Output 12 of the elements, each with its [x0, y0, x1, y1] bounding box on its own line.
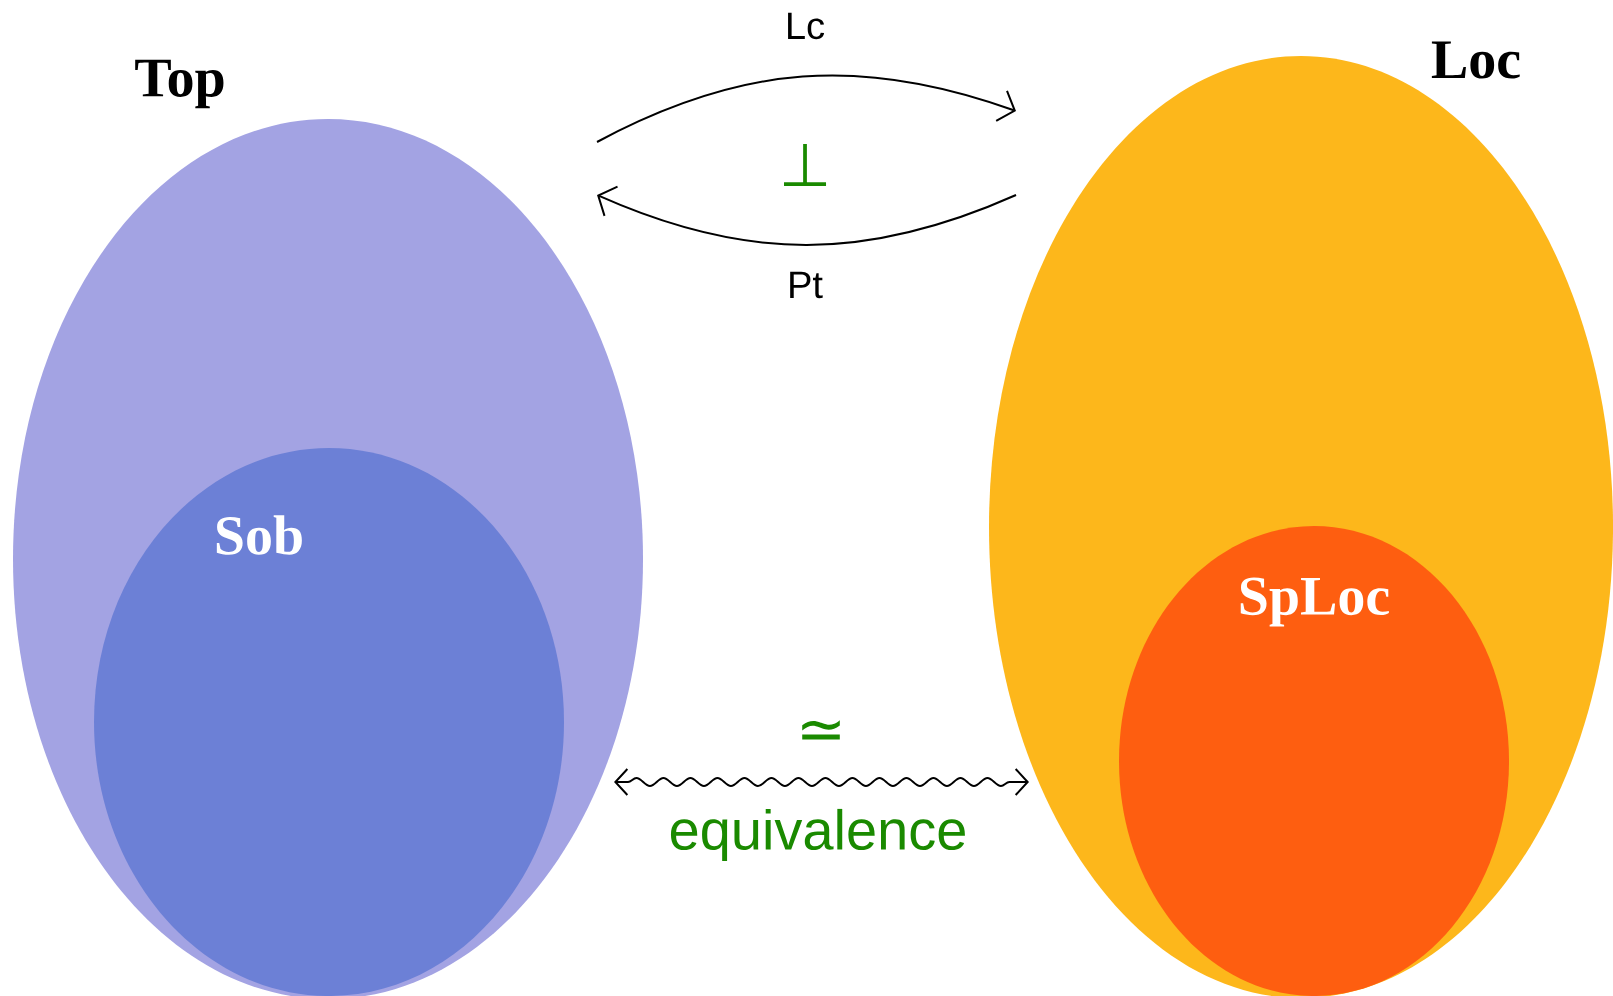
set-label: Top — [135, 59, 224, 109]
arrow — [614, 768, 1029, 796]
edge-label: equivalence — [667, 807, 969, 863]
symbol-label: ⊥ — [784, 144, 826, 186]
edge-label: Pt — [786, 270, 824, 300]
arrow — [597, 185, 1017, 246]
edge-label: Lc — [783, 11, 827, 41]
arrow — [596, 74, 1017, 143]
symbol-label: ≃ — [802, 720, 840, 740]
set-label: SpLoc — [1240, 577, 1389, 627]
set-label: Loc — [1431, 41, 1520, 79]
set-label: Sob — [216, 515, 302, 555]
